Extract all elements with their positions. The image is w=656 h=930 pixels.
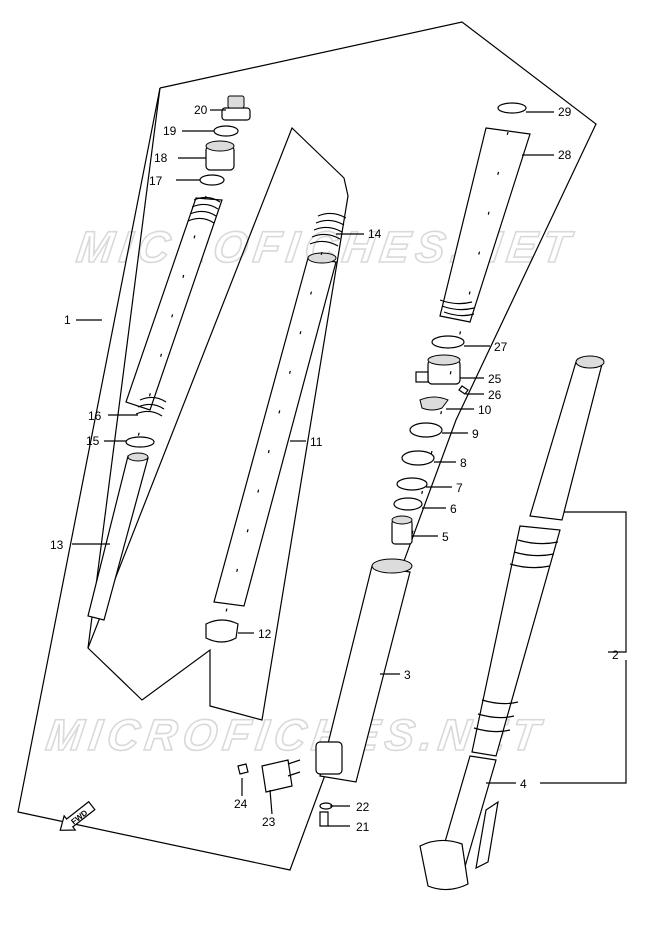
- part-20-cap-bolt: [221, 95, 251, 121]
- callout-24: 24: [234, 797, 248, 811]
- part-15-washer: [125, 436, 155, 448]
- callout-3: 3: [404, 668, 411, 682]
- part-23-axle-clamp: [261, 759, 301, 793]
- callout-29: 29: [558, 105, 572, 119]
- part-10-wiper: [419, 396, 449, 411]
- part-28-boot: [439, 127, 531, 323]
- part-8-seal: [401, 450, 435, 466]
- callout-11: 11: [310, 435, 323, 449]
- callout-2: 2: [612, 648, 619, 662]
- outer-frame: [17, 21, 597, 871]
- callout-20: 20: [194, 103, 208, 117]
- callout-4: 4: [520, 777, 527, 791]
- callout-16: 16: [88, 409, 102, 423]
- part-13-tube: [87, 452, 149, 621]
- watermark-bottom: MICROFICHES.NET: [43, 711, 548, 760]
- leader-lines: [72, 109, 627, 827]
- part-5-bushing: [391, 515, 413, 545]
- callout-1: 1: [64, 313, 71, 327]
- callout-25: 25: [488, 372, 502, 386]
- part-17-washer: [199, 174, 225, 186]
- part-12-bushing: [205, 619, 239, 643]
- callout-21: 21: [356, 820, 370, 834]
- part-3-outer-tube: [315, 558, 413, 783]
- callout-5: 5: [442, 530, 449, 544]
- callout-18: 18: [154, 151, 168, 165]
- centerline-1: [135, 195, 207, 445]
- part-11-inner-tube: [213, 252, 337, 607]
- callout-6: 6: [450, 502, 457, 516]
- callout-7: 7: [456, 481, 463, 495]
- callout-22: 22: [356, 800, 370, 814]
- part-24-nut: [237, 763, 249, 775]
- fwd-arrow-icon: FWD: [59, 800, 96, 831]
- callout-26: 26: [488, 388, 502, 402]
- part-1-damper-rod: [125, 196, 223, 417]
- part-19-o-ring: [213, 125, 239, 137]
- part-18-spacer: [205, 140, 235, 171]
- part-9-oil-seal: [409, 422, 443, 438]
- callout-8: 8: [460, 456, 467, 470]
- callout-15: 15: [86, 434, 100, 448]
- part-27-clamp: [431, 335, 465, 349]
- callout-13: 13: [50, 538, 64, 552]
- callout-27: 27: [494, 340, 508, 354]
- part-6-bushing: [393, 497, 423, 511]
- frame-edge: [87, 87, 161, 649]
- callout-14: 14: [368, 227, 382, 241]
- callout-10: 10: [478, 403, 492, 417]
- inner-frame-cartridge: [87, 126, 349, 721]
- callout-9: 9: [472, 427, 479, 441]
- part-25-holder: [415, 354, 461, 385]
- part-26-screw: [458, 385, 469, 395]
- part-29-clip: [497, 102, 527, 114]
- part-21-bolt: [319, 811, 329, 827]
- part-14-spring: [309, 212, 347, 247]
- callout-12: 12: [258, 627, 272, 641]
- callout-17: 17: [149, 174, 163, 188]
- part-2-fork-assembly: [419, 355, 605, 891]
- callout-28: 28: [558, 148, 572, 162]
- part-7-washer: [396, 477, 428, 491]
- callout-19: 19: [163, 124, 177, 138]
- callout-23: 23: [262, 815, 276, 829]
